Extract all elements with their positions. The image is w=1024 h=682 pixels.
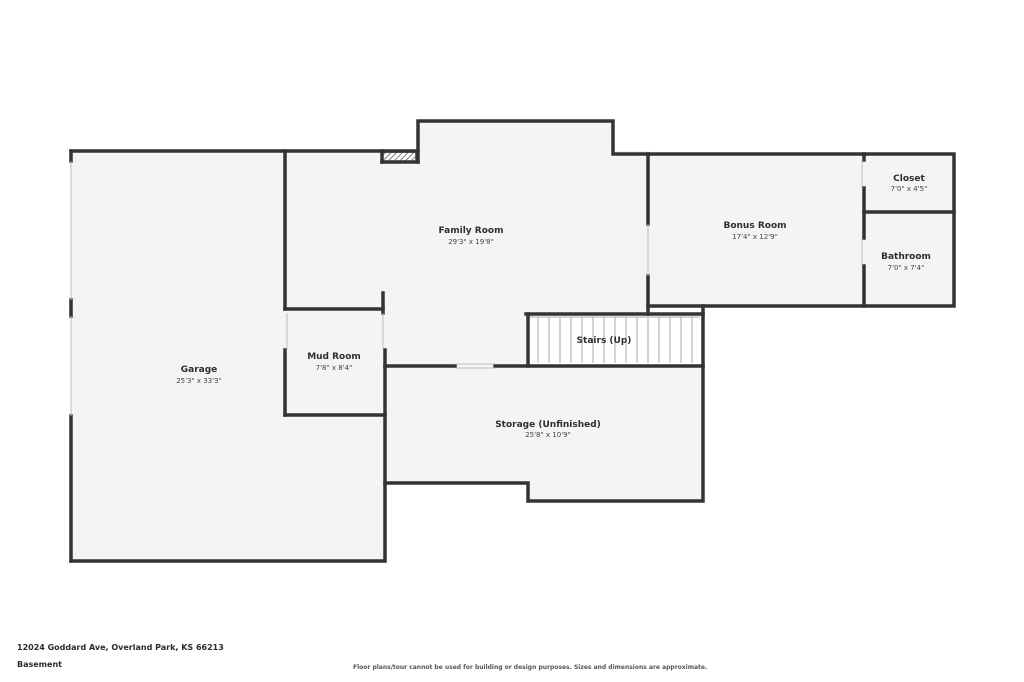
disclaimer: Floor plans/tour cannot be used for buil… bbox=[353, 664, 708, 671]
bathroom-name: Bathroom bbox=[881, 252, 931, 262]
mud-room-name: Mud Room bbox=[307, 352, 361, 362]
walls bbox=[69, 119, 956, 563]
floor-level: Basement bbox=[17, 660, 62, 669]
bonus-room-name: Bonus Room bbox=[723, 221, 786, 231]
family-room-dims: 29'3" x 19'8" bbox=[448, 238, 494, 246]
closet-name: Closet bbox=[893, 174, 925, 184]
mud-room-dims: 7'8" x 8'4" bbox=[316, 364, 353, 372]
closet-dims: 7'0" x 4'5" bbox=[891, 185, 928, 193]
floor-area bbox=[71, 120, 954, 561]
garage-name: Garage bbox=[181, 365, 218, 375]
family-room-name: Family Room bbox=[439, 226, 504, 236]
stairs-label: Stairs (Up) bbox=[577, 336, 632, 346]
bonus-room-dims: 17'4" x 12'9" bbox=[732, 233, 778, 241]
door-openings bbox=[70, 160, 863, 416]
bathroom-dims: 7'0" x 7'4" bbox=[888, 264, 925, 272]
property-address: 12024 Goddard Ave, Overland Park, KS 662… bbox=[17, 643, 224, 652]
storage-dims: 25'8" x 10'9" bbox=[525, 431, 571, 439]
garage-dims: 25'3" x 33'3" bbox=[176, 377, 222, 385]
stairs-treads bbox=[528, 316, 700, 363]
storage-name: Storage (Unfinished) bbox=[495, 420, 601, 430]
